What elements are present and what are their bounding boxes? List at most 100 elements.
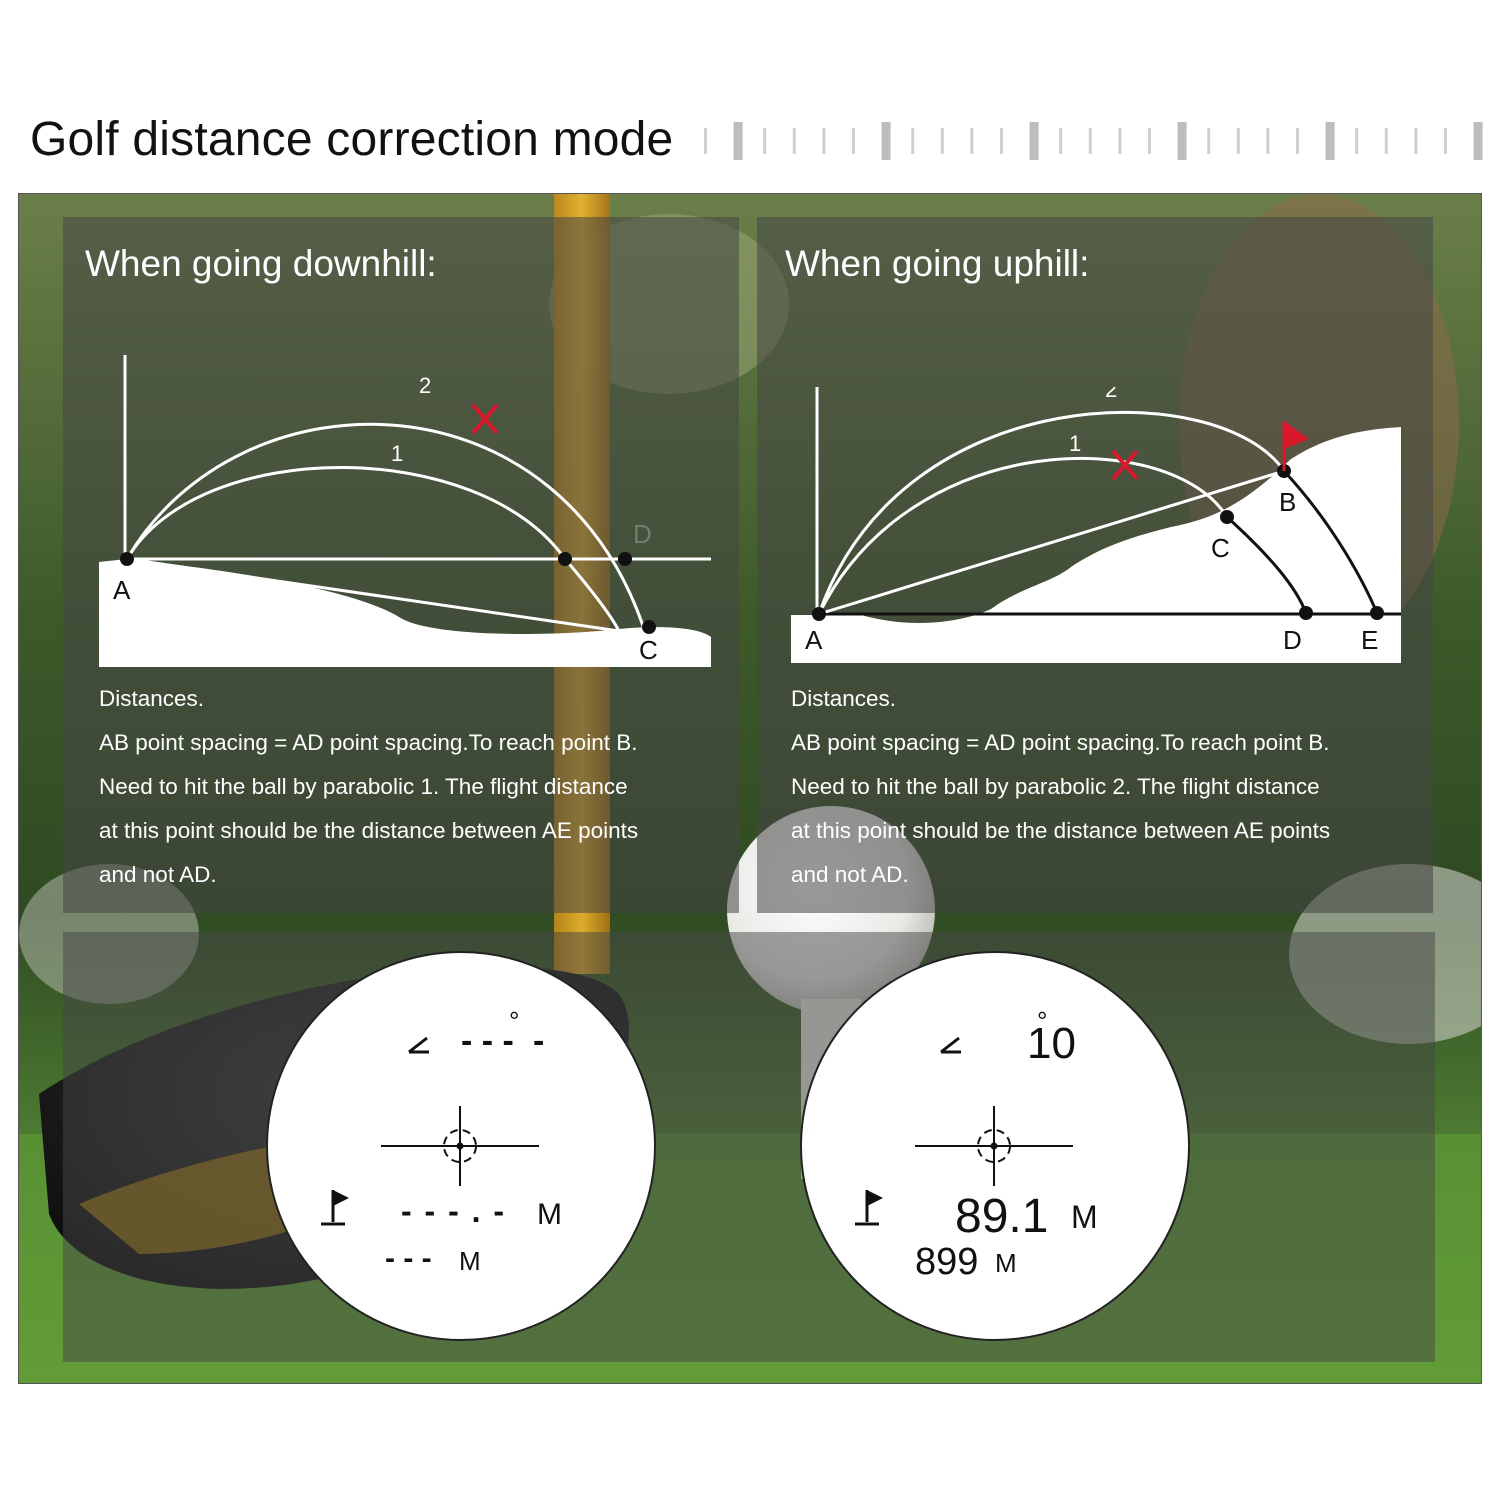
uphill-text-line: Distances. xyxy=(791,686,897,711)
downhill-label-a: A xyxy=(113,575,131,605)
downhill-parabola-2 xyxy=(125,422,651,646)
ruler-tick xyxy=(1059,128,1063,154)
ruler-tick xyxy=(1296,128,1299,154)
downhill-parabola-1 xyxy=(125,466,621,632)
ruler-tick xyxy=(822,128,826,154)
ruler-tick xyxy=(1473,122,1483,160)
uphill-parabola-2-lower xyxy=(1282,469,1379,614)
downhill-description: Distances. AB point spacing = AD point s… xyxy=(99,677,719,897)
angle-value: 10 xyxy=(1027,1019,1076,1068)
downhill-label-curve-1: 1 xyxy=(391,441,403,466)
uphill-terrain xyxy=(791,427,1401,663)
downhill-point-b xyxy=(558,552,572,566)
ruler-decoration xyxy=(704,122,1483,160)
uphill-point-a xyxy=(812,607,826,621)
ruler-tick xyxy=(1384,128,1388,154)
ruler-tick xyxy=(704,128,707,154)
downhill-text-line: Distances. xyxy=(99,686,205,711)
angle-trailing-dash: - xyxy=(533,1022,544,1060)
uphill-point-d xyxy=(1299,606,1313,620)
ruler-tick xyxy=(1207,128,1211,154)
angle-icon xyxy=(940,1036,961,1054)
uphill-parabola-1-lower xyxy=(1225,515,1308,614)
ruler-tick xyxy=(763,128,767,154)
ruler-tick xyxy=(881,122,891,160)
ruler-tick xyxy=(1088,128,1092,154)
downhill-line-ac xyxy=(126,557,620,633)
uphill-point-e xyxy=(1370,606,1384,620)
scope-display-empty: - - - ° - - - - . - M - - - M xyxy=(266,951,656,1341)
ruler-tick xyxy=(970,128,974,154)
ruler-tick xyxy=(1325,122,1335,160)
uphill-text-line: Need to hit the ball by parabolic 2. The… xyxy=(791,774,1320,799)
downhill-terrain xyxy=(99,559,711,667)
ruler-tick xyxy=(1118,128,1122,154)
ruler-tick xyxy=(1029,122,1039,160)
degree-symbol: ° xyxy=(1037,1006,1047,1036)
uphill-miss-x-icon xyxy=(1111,449,1139,481)
ruler-tick xyxy=(911,128,915,154)
uphill-label-d: D xyxy=(1283,625,1302,655)
uphill-label-c: C xyxy=(1211,533,1230,563)
uphill-heading: When going uphill: xyxy=(785,243,1090,284)
uphill-text-line: at this point should be the distance bet… xyxy=(791,818,1331,843)
uphill-point-c xyxy=(1220,510,1234,524)
ruler-tick xyxy=(1000,128,1003,154)
uphill-label-curve-1: 1 xyxy=(1069,431,1081,456)
scope-display-measured: ° 10 89.1 M 899 M xyxy=(800,951,1190,1341)
ruler-tick xyxy=(792,128,796,154)
downhill-text-line: at this point should be the distance bet… xyxy=(99,818,639,843)
sub-unit: M xyxy=(459,1246,481,1276)
ruler-tick xyxy=(1266,128,1270,154)
crosshair-icon xyxy=(381,1106,539,1186)
sub-distance: - - - xyxy=(385,1242,432,1275)
ruler-tick xyxy=(1236,128,1240,154)
sub-distance: 899 xyxy=(915,1241,978,1283)
sub-unit: M xyxy=(995,1248,1017,1278)
uphill-label-e: E xyxy=(1361,625,1378,655)
downhill-text-line: Need to hit the ball by parabolic 1. The… xyxy=(99,774,628,799)
downhill-point-a xyxy=(120,552,134,566)
ruler-tick xyxy=(1414,128,1418,154)
rangefinder-display-panel: - - - ° - - - - . - M - - - M xyxy=(63,932,1435,1362)
ruler-tick xyxy=(733,122,743,160)
ruler-tick xyxy=(1444,128,1447,154)
main-unit: M xyxy=(537,1198,562,1231)
downhill-text-line: and not AD. xyxy=(99,862,217,887)
uphill-label-a: A xyxy=(805,625,823,655)
ruler-tick xyxy=(1148,128,1151,154)
uphill-text-line: AB point spacing = AD point spacing.To r… xyxy=(791,730,1330,755)
uphill-label-curve-2: 2 xyxy=(1105,387,1117,402)
downhill-label-c: C xyxy=(639,635,658,665)
downhill-point-c xyxy=(642,620,656,634)
uphill-text-line: and not AD. xyxy=(791,862,909,887)
downhill-label-curve-2: 2 xyxy=(419,373,431,398)
uphill-diagram: A B C D E 1 2 xyxy=(791,387,1401,663)
uphill-label-b: B xyxy=(1279,487,1296,517)
golf-photo-background: When going downhill: A C D 1 2 Distances… xyxy=(18,193,1482,1384)
page-title: Golf distance correction mode xyxy=(30,113,674,166)
uphill-parabola-2-upper xyxy=(817,411,1286,615)
downhill-text-line: AB point spacing = AD point spacing.To r… xyxy=(99,730,638,755)
downhill-miss-x-icon xyxy=(471,403,499,435)
angle-value: - - - xyxy=(461,1022,514,1060)
downhill-label-d: D xyxy=(633,519,652,549)
ruler-tick xyxy=(852,128,855,154)
downhill-diagram: A C D 1 2 xyxy=(99,355,711,667)
main-distance: 89.1 xyxy=(955,1190,1048,1243)
crosshair-icon xyxy=(915,1106,1073,1186)
golf-flag-icon xyxy=(855,1190,883,1226)
uphill-flag-icon xyxy=(1282,421,1309,471)
degree-symbol: ° xyxy=(509,1006,519,1036)
uphill-panel: When going uphill: A B xyxy=(757,217,1433,913)
ruler-tick xyxy=(1355,128,1359,154)
downhill-point-d xyxy=(618,552,632,566)
angle-icon xyxy=(408,1036,429,1054)
golf-flag-icon xyxy=(321,1190,349,1226)
ruler-tick xyxy=(1177,122,1187,160)
ruler-tick xyxy=(940,128,944,154)
main-distance: - - - . - xyxy=(401,1193,506,1229)
downhill-panel: When going downhill: A C D 1 2 Distances… xyxy=(63,217,739,913)
uphill-description: Distances. AB point spacing = AD point s… xyxy=(791,677,1411,897)
downhill-heading: When going downhill: xyxy=(85,243,437,284)
